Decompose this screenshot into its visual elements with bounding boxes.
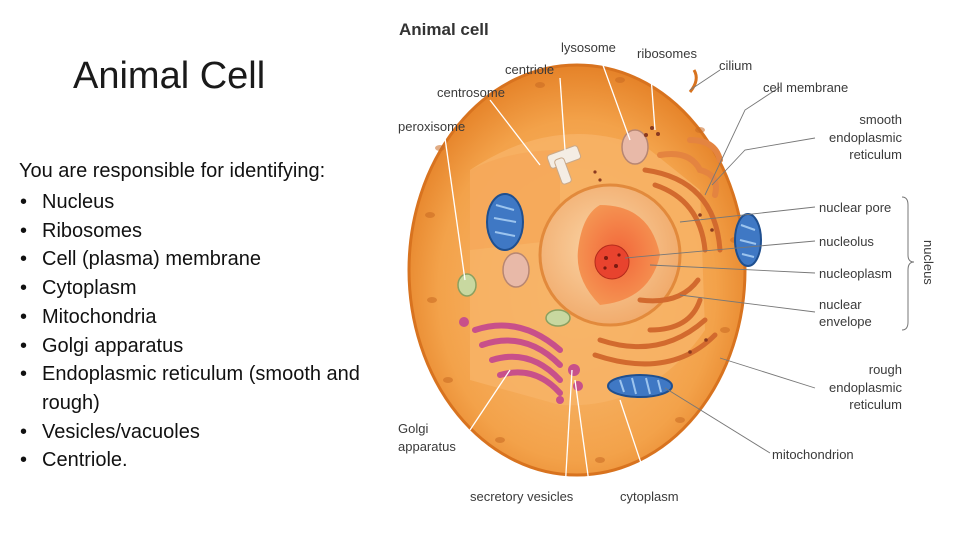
rough-er bbox=[592, 167, 723, 367]
label-cilium: cilium bbox=[719, 58, 752, 73]
label-nucleus: nucleus bbox=[921, 240, 936, 285]
label-smooth-er: reticulum bbox=[849, 147, 902, 162]
label-secretory-vesicles: secretory vesicles bbox=[470, 489, 574, 504]
mitochondria bbox=[486, 193, 762, 398]
label-rough-er: reticulum bbox=[849, 397, 902, 412]
leader-lines bbox=[444, 56, 816, 491]
label-ribosomes: ribosomes bbox=[637, 46, 697, 61]
animal-cell-diagram: Animal cell bbox=[398, 20, 936, 504]
golgi-apparatus bbox=[472, 322, 563, 396]
label-centrosome: centrosome bbox=[437, 85, 505, 100]
nucleus bbox=[538, 183, 682, 327]
intro-text: You are responsible for identifying: bbox=[19, 160, 326, 182]
structures-list: Nucleus Ribosomes Cell (plasma) membrane… bbox=[19, 188, 364, 475]
label-cell-membrane: cell membrane bbox=[763, 80, 848, 95]
list-item: Mitochondria bbox=[19, 303, 364, 332]
label-peroxisome: peroxisome bbox=[398, 119, 465, 134]
list-item: Nucleus bbox=[19, 188, 364, 217]
list-item: Cell (plasma) membrane bbox=[19, 245, 364, 274]
label-nuclear-envelope: envelope bbox=[819, 314, 872, 329]
label-nucleoplasm: nucleoplasm bbox=[819, 266, 892, 281]
label-rough-er: rough bbox=[869, 362, 902, 377]
list-item: Endoplasmic reticulum (smooth and rough) bbox=[19, 360, 364, 417]
list-item: Vesicles/vacuoles bbox=[19, 418, 364, 447]
list-item: Cytoplasm bbox=[19, 274, 364, 303]
cilium bbox=[688, 69, 698, 93]
slide-title: Animal Cell bbox=[73, 55, 266, 97]
vesicles bbox=[457, 129, 649, 404]
ribosome-dots bbox=[593, 126, 714, 354]
list-item: Ribosomes bbox=[19, 217, 364, 246]
label-rough-er: endoplasmic bbox=[829, 380, 902, 395]
label-centriole: centriole bbox=[505, 62, 554, 77]
label-golgi: apparatus bbox=[398, 439, 456, 454]
list-item: Centriole. bbox=[19, 446, 364, 475]
membrane-dots bbox=[425, 77, 740, 463]
list-item: Golgi apparatus bbox=[19, 332, 364, 361]
diagram-title: Animal cell bbox=[399, 20, 489, 39]
diagram-labels: lysosome ribosomes centriole cilium cent… bbox=[398, 40, 936, 504]
smooth-er bbox=[657, 137, 723, 198]
label-smooth-er: smooth bbox=[859, 112, 902, 127]
label-mitochondrion: mitochondrion bbox=[772, 447, 854, 462]
label-cytoplasm: cytoplasm bbox=[620, 489, 679, 504]
label-lysosome: lysosome bbox=[561, 40, 616, 55]
label-golgi: Golgi bbox=[398, 421, 428, 436]
nucleus-bracket bbox=[901, 196, 915, 331]
label-nucleolus: nucleolus bbox=[819, 234, 874, 249]
label-smooth-er: endoplasmic bbox=[829, 130, 902, 145]
label-nuclear-envelope: nuclear bbox=[819, 297, 862, 312]
label-nuclear-pore: nuclear pore bbox=[819, 200, 891, 215]
